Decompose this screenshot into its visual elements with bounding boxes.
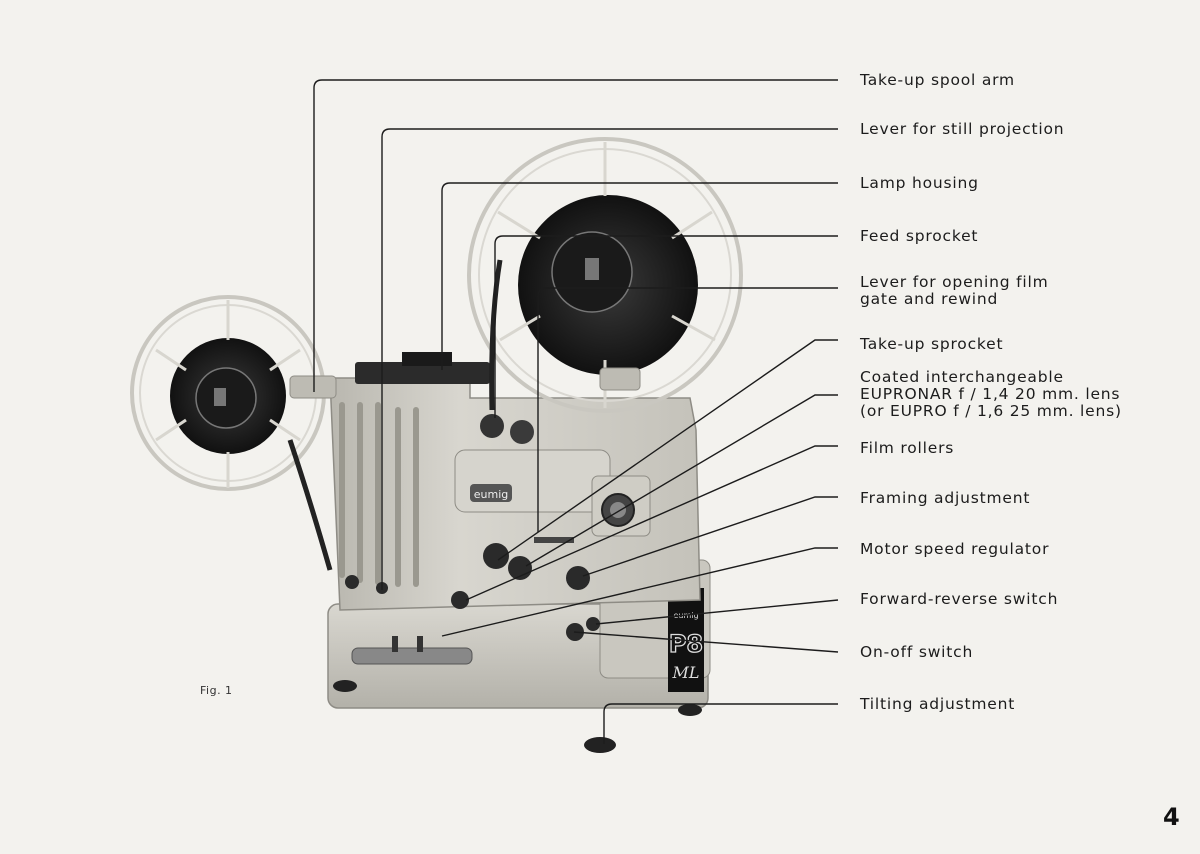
callout-framing-adjustment: Framing adjustment [860,490,1030,507]
model-suffix-text: ML [671,663,699,682]
callout-lever-still-projection: Lever for still projection [860,121,1064,138]
callout-text: Lamp housing [860,174,979,192]
page-number: 4 [1163,803,1180,831]
callout-lens: Coated interchangeable EUPRONAR f / 1,4 … [860,369,1122,420]
callout-text: Take-up sprocket [860,335,1004,353]
callout-text: gate and rewind [860,290,999,308]
callout-text: EUPRONAR f / 1,4 20 mm. lens [860,385,1121,403]
body-brand-text: eumig [474,488,509,501]
callout-on-off-switch: On-off switch [860,644,973,661]
callout-tilting-adjustment: Tilting adjustment [860,696,1015,713]
callout-text: Tilting adjustment [860,695,1016,713]
callout-forward-reverse-switch: Forward-reverse switch [860,591,1058,608]
callout-text: (or EUPRO f / 1,6 25 mm. lens) [860,402,1122,420]
callout-film-rollers: Film rollers [860,440,954,457]
callout-text: Take-up spool arm [860,71,1015,89]
model-number-text: P8 [669,630,703,658]
leader-lines [313,79,839,744]
feed-reel [467,137,743,413]
callout-text: Lever for opening film [860,273,1049,291]
callout-text: Forward-reverse switch [860,590,1059,608]
callout-lever-film-gate-rewind: Lever for opening film gate and rewind [860,274,1049,308]
callout-text: On-off switch [860,643,974,661]
callout-text: Framing adjustment [860,489,1031,507]
callout-text: Motor speed regulator [860,540,1050,558]
figure-label: Fig. 1 [200,684,233,697]
callout-text: Film rollers [860,439,955,457]
callout-text: Feed sprocket [860,227,979,245]
callout-take-up-spool-arm: Take-up spool arm [860,72,1015,89]
callout-take-up-sprocket: Take-up sprocket [860,336,1003,353]
take-up-reel [130,295,337,571]
projector-body: eumig [329,352,701,652]
callout-text: Lever for still projection [860,120,1065,138]
callout-text: Coated interchangeable [860,368,1064,386]
callout-motor-speed-regulator: Motor speed regulator [860,541,1049,558]
callout-lamp-housing: Lamp housing [860,175,979,192]
callout-feed-sprocket: Feed sprocket [860,228,978,245]
